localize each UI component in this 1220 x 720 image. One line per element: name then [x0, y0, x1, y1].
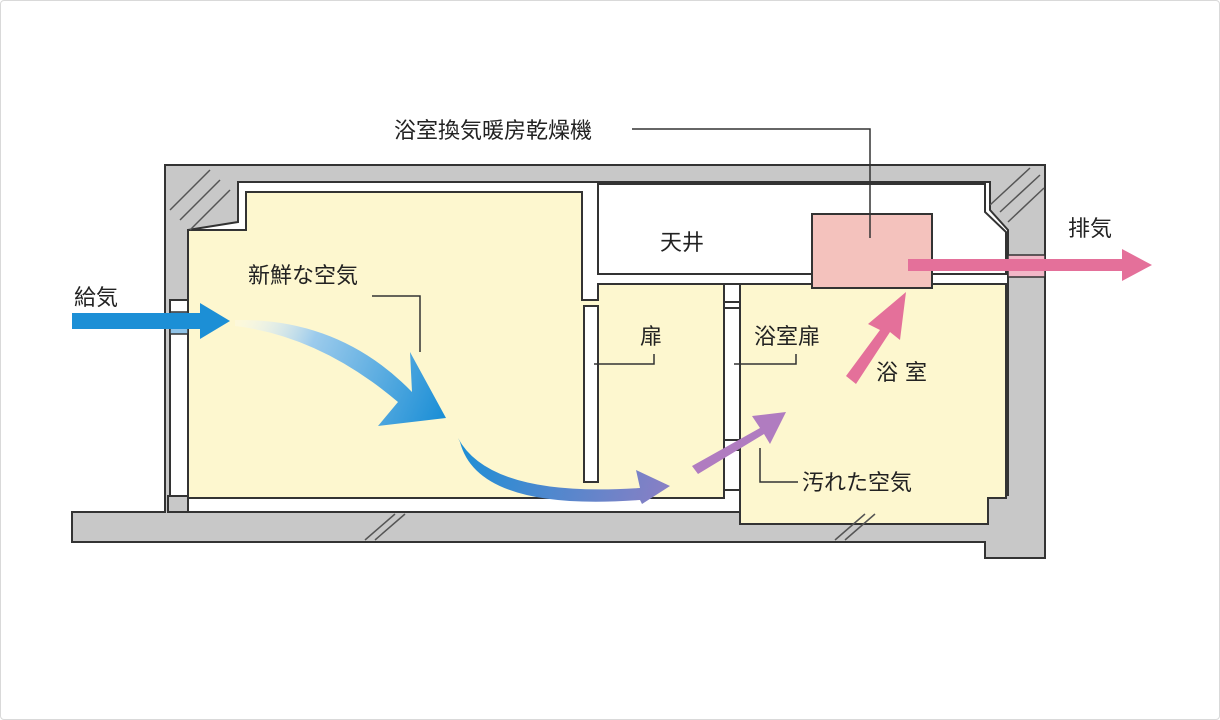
door-label: 扉 — [640, 325, 662, 350]
bath-door-panel — [723, 307, 741, 441]
bathroom — [739, 283, 1007, 525]
supply-window — [167, 299, 189, 513]
ventilator-unit — [632, 128, 933, 289]
flow-curve-arrow — [458, 438, 670, 504]
exhaust-label: 排気 — [1068, 217, 1112, 242]
supply-arrow — [72, 303, 230, 339]
labels: 浴室換気暖房乾燥機 天井 排気 給気 新鮮な空気 扉 浴室扉 浴 室 汚れた空気 — [74, 119, 1112, 496]
bath-door-frame-top — [723, 283, 741, 303]
door-panel — [583, 305, 599, 483]
exhaust-arrow — [908, 249, 1152, 281]
leader-lines — [372, 295, 798, 483]
dirty-air-arrow — [692, 412, 786, 474]
ceiling-label: 天井 — [660, 231, 704, 256]
bathroom-label: 浴 室 — [876, 361, 927, 386]
dirty-air-label: 汚れた空気 — [802, 471, 912, 496]
wall-hatching — [169, 167, 1045, 541]
fresh-air-arrow — [235, 319, 446, 426]
fresh-air-label: 新鮮な空気 — [248, 264, 358, 289]
rising-arrow — [846, 292, 906, 384]
bath-door-label: 浴室扉 — [754, 325, 820, 350]
ventilator-label: 浴室換気暖房乾燥機 — [394, 119, 592, 144]
supply-label: 給気 — [74, 286, 118, 311]
airflow-arrows — [72, 249, 1152, 504]
